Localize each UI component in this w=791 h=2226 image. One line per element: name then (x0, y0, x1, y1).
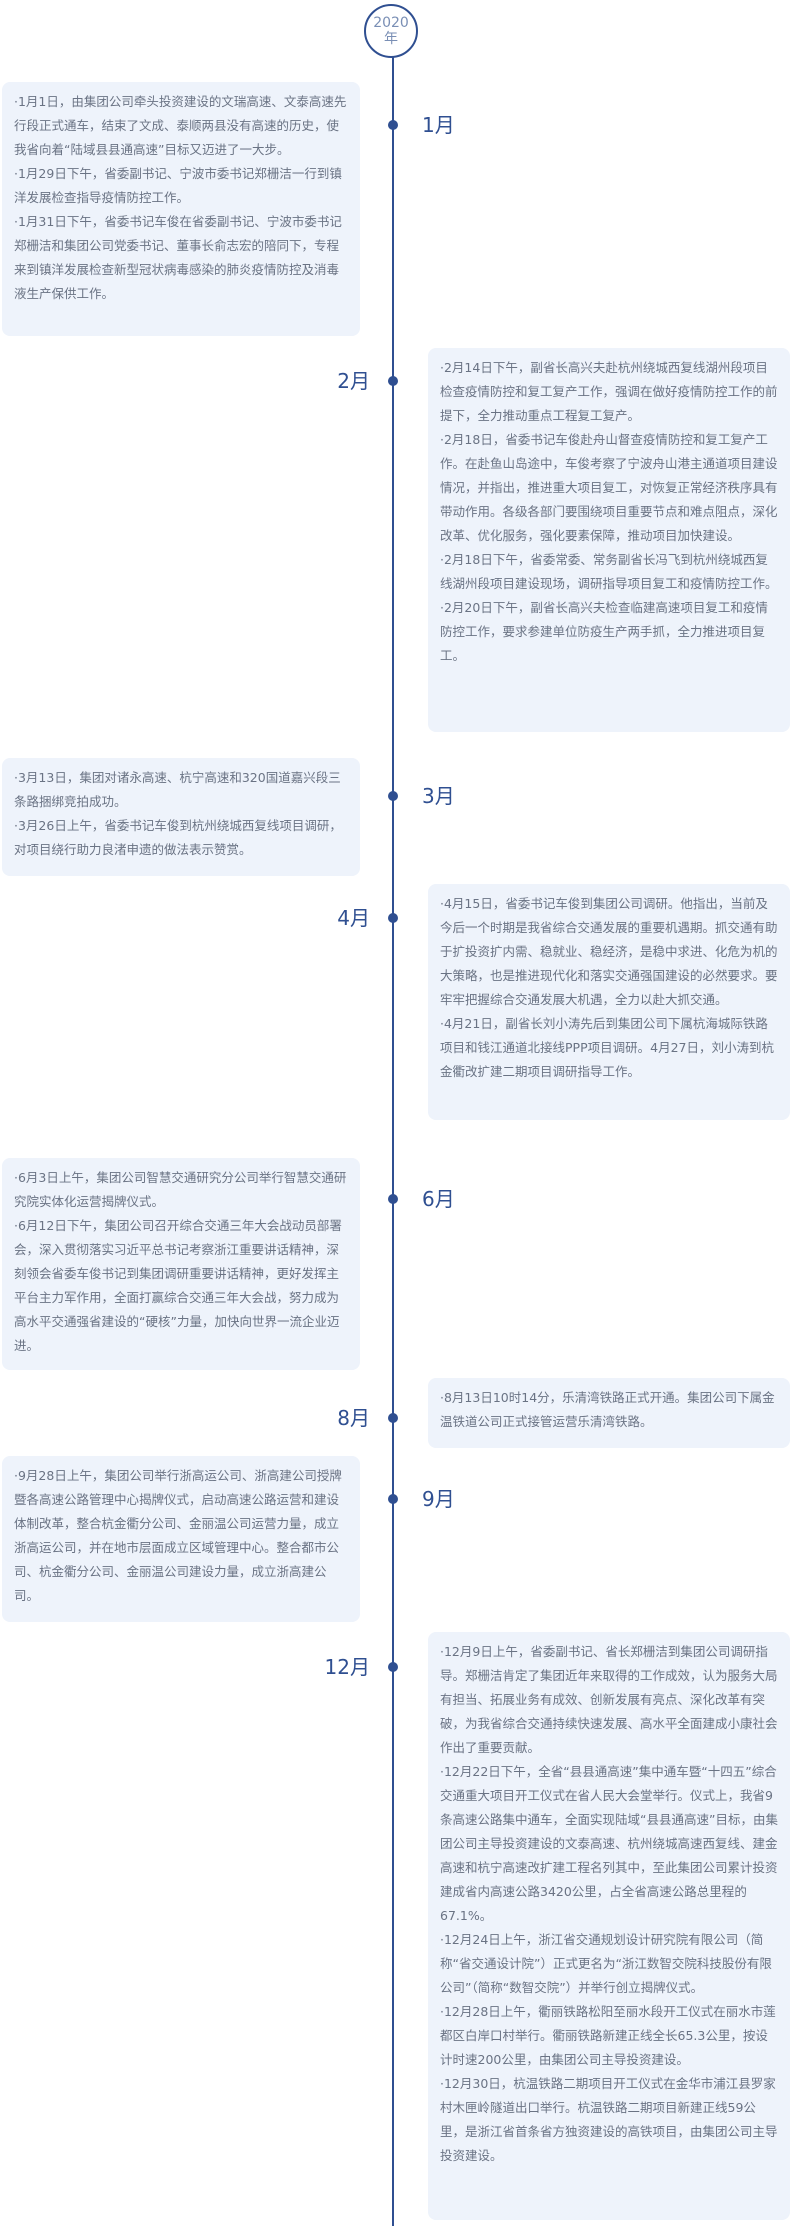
timeline-axis (392, 52, 394, 2226)
month-label-feb: 2月 (337, 369, 370, 393)
timeline-dot-sep (388, 1494, 398, 1504)
month-label-jan: 1月 (422, 113, 455, 137)
event-entry: ·2月20日下午，副省长高兴夫检查临建高速项目复工和疫情防控工作，要求参建单位防… (440, 600, 768, 663)
event-entry: ·1月1日，由集团公司牵头投资建设的文瑞高速、文泰高速先行段正式通车，结束了文成… (14, 94, 347, 157)
event-card-mar: ·3月13日，集团对诸永高速、杭宁高速和320国道嘉兴段三条路捆绑竞拍成功。 ·… (2, 758, 360, 876)
event-card-jan: ·1月1日，由集团公司牵头投资建设的文瑞高速、文泰高速先行段正式通车，结束了文成… (2, 82, 360, 336)
event-entry: ·2月18日下午，省委常委、常务副省长冯飞到杭州绕城西复线湖州段项目建设现场，调… (440, 552, 778, 591)
timeline-dot-dec (388, 1662, 398, 1672)
event-card-dec: ·12月9日上午，省委副书记、省长郑栅洁到集团公司调研指导。郑栅洁肯定了集团近年… (428, 1632, 790, 2220)
timeline-dot-apr (388, 913, 398, 923)
event-entry: ·1月31日下午，省委书记车俊在省委副书记、宁波市委书记郑栅洁和集团公司党委书记… (14, 214, 342, 301)
timeline-dot-mar (388, 791, 398, 801)
month-label-aug: 8月 (337, 1406, 370, 1430)
year-badge: 2020年 (364, 4, 418, 58)
month-label-dec: 12月 (324, 1655, 370, 1679)
event-entry: ·12月24日上午，浙江省交通规划设计研究院有限公司（简称“省交通设计院”）正式… (440, 1932, 772, 1995)
timeline-dot-jun (388, 1194, 398, 1204)
event-entry: ·3月13日，集团对诸永高速、杭宁高速和320国道嘉兴段三条路捆绑竞拍成功。 (14, 770, 341, 809)
event-card-apr: ·4月15日，省委书记车俊到集团公司调研。他指出，当前及今后一个时期是我省综合交… (428, 884, 790, 1120)
event-entry: ·2月14日下午，副省长高兴夫赴杭州绕城西复线湖州段项目检查疫情防控和复工复产工… (440, 360, 778, 423)
event-entry: ·4月15日，省委书记车俊到集团公司调研。他指出，当前及今后一个时期是我省综合交… (440, 896, 778, 1007)
event-entry: ·12月30日，杭温铁路二期项目开工仪式在金华市浦江县罗家村木匣岭隧道出口举行。… (440, 2076, 778, 2163)
event-card-feb: ·2月14日下午，副省长高兴夫赴杭州绕城西复线湖州段项目检查疫情防控和复工复产工… (428, 348, 790, 732)
month-label-jun: 6月 (422, 1187, 455, 1211)
event-card-jun: ·6月3日上午，集团公司智慧交通研究分公司举行智慧交通研究院实体化运营揭牌仪式。… (2, 1158, 360, 1370)
timeline-dot-jan (388, 120, 398, 130)
event-entry: ·12月9日上午，省委副书记、省长郑栅洁到集团公司调研指导。郑栅洁肯定了集团近年… (440, 1644, 778, 1755)
event-entry: ·2月18日，省委书记车俊赴舟山督查疫情防控和复工复产工作。在赴鱼山岛途中，车俊… (440, 432, 778, 543)
event-entry: ·4月21日，副省长刘小涛先后到集团公司下属杭海城际铁路项目和钱江通道北接线PP… (440, 1016, 774, 1079)
month-label-sep: 9月 (422, 1487, 455, 1511)
event-card-sep: ·9月28日上午，集团公司举行浙高运公司、浙高建公司授牌暨各高速公路管理中心揭牌… (2, 1456, 360, 1622)
event-entry: ·9月28日上午，集团公司举行浙高运公司、浙高建公司授牌暨各高速公路管理中心揭牌… (14, 1468, 342, 1603)
month-label-mar: 3月 (422, 784, 455, 808)
event-entry: ·12月22日下午，全省“县县通高速”集中通车暨“十四五”综合交通重大项目开工仪… (440, 1764, 778, 1923)
event-entry: ·6月3日上午，集团公司智慧交通研究分公司举行智慧交通研究院实体化运营揭牌仪式。 (14, 1170, 347, 1209)
event-entry: ·6月12日下午，集团公司召开综合交通三年大会战动员部署会，深入贯彻落实习近平总… (14, 1218, 342, 1353)
timeline-dot-aug (388, 1413, 398, 1423)
event-entry: ·8月13日10时14分，乐清湾铁路正式开通。集团公司下属金温铁道公司正式接管运… (440, 1390, 775, 1429)
month-label-apr: 4月 (337, 906, 370, 930)
event-entry: ·12月28日上午，衢丽铁路松阳至丽水段开工仪式在丽水市莲都区白岸口村举行。衢丽… (440, 2004, 776, 2067)
timeline-dot-feb (388, 376, 398, 386)
event-entry: ·3月26日上午，省委书记车俊到杭州绕城西复线项目调研，对项目绕行助力良渚申遗的… (14, 818, 342, 857)
event-card-aug: ·8月13日10时14分，乐清湾铁路正式开通。集团公司下属金温铁道公司正式接管运… (428, 1378, 790, 1448)
event-entry: ·1月29日下午，省委副书记、宁波市委书记郑栅洁一行到镇洋发展检查指导疫情防控工… (14, 166, 342, 205)
